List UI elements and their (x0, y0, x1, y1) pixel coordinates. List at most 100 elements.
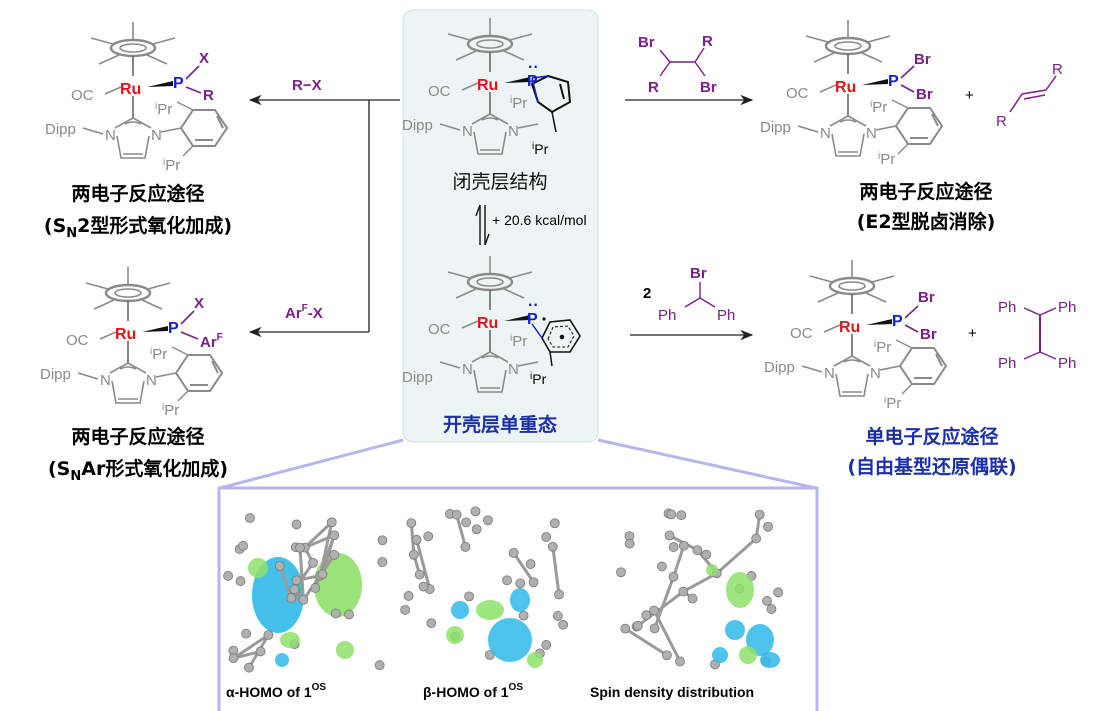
open-shell-label: 开壳层单重态 (443, 413, 557, 436)
svg-text:iPr: iPr (510, 333, 527, 350)
svg-text:iPr: iPr (510, 95, 527, 112)
svg-text:X: X (194, 295, 204, 312)
svg-text:Dipp: Dipp (45, 121, 76, 138)
svg-text:··: ·· (528, 297, 539, 314)
left-arrows (248, 94, 400, 338)
svg-text:N: N (820, 125, 831, 142)
svg-text:Ph: Ph (1058, 299, 1076, 316)
central-box (402, 9, 599, 443)
svg-text:N: N (462, 361, 473, 378)
svg-text:Br: Br (638, 34, 655, 51)
svg-text:Br: Br (916, 86, 933, 103)
svg-text:iPr: iPr (163, 157, 180, 174)
svg-text:iPr: iPr (870, 99, 887, 116)
svg-text:N: N (870, 365, 881, 382)
reagent-rx: R−X (292, 77, 322, 94)
svg-text:Ru: Ru (477, 315, 498, 332)
svg-text:N: N (151, 127, 162, 144)
svg-text:Dipp: Dipp (764, 359, 795, 376)
product-e2: Ru P Br Br OC Dipp N N iPr iPr (760, 18, 943, 168)
svg-text:iPr: iPr (162, 402, 179, 419)
svg-text:Dipp: Dipp (402, 117, 433, 134)
product-alkene: R R (996, 61, 1063, 130)
svg-text:Ru: Ru (477, 77, 498, 94)
svg-text:N: N (100, 372, 111, 389)
svg-text:Br: Br (920, 326, 937, 343)
reagent-arfx: ArF-X (285, 303, 323, 322)
svg-text:R: R (702, 33, 713, 50)
equilibrium-arrows (475, 204, 490, 246)
svg-text:iPr: iPr (530, 371, 547, 387)
energy-label: + 20.6 kcal/mol (492, 212, 587, 228)
svg-text:X: X (199, 50, 209, 67)
svg-text:P: P (173, 75, 184, 92)
svg-text:OC: OC (428, 83, 451, 100)
caption-left-1-sub: (SN2型形式氧化加成) (44, 214, 232, 241)
svg-text:R: R (1052, 61, 1063, 78)
alpha-homo-caption: α-HOMO of 1OS (226, 682, 326, 700)
svg-text:iPr: iPr (155, 101, 172, 118)
svg-text:N: N (824, 365, 835, 382)
svg-text:N: N (146, 372, 157, 389)
svg-text:2: 2 (643, 285, 651, 302)
svg-text:P: P (888, 73, 899, 90)
svg-text:Br: Br (700, 79, 717, 96)
open-shell-complex: Ru P ·· OC Dipp N N iPr iPr (402, 254, 581, 394)
product-radical: Ru P Br Br OC Dipp N N iPr iPr (764, 258, 947, 412)
svg-text:P: P (168, 320, 179, 337)
svg-text:OC: OC (71, 87, 94, 104)
svg-text:iPr: iPr (532, 141, 549, 157)
caption-right-2-sub: (自由基型还原偶联) (847, 455, 1016, 478)
svg-text:N: N (508, 361, 519, 378)
beta-homo-image (400, 506, 569, 668)
caption-left-2: 两电子反应途径 (71, 425, 204, 448)
svg-text:··: ·· (528, 59, 539, 76)
svg-text:N: N (105, 127, 116, 144)
product-sn2: Ru P X R OC Dipp N N iPr iPr (45, 20, 228, 174)
svg-text:Ph: Ph (717, 307, 735, 324)
product-snar: Ru P X ArF OC Dipp N N iPr iPr (40, 265, 223, 419)
svg-text:Dipp: Dipp (402, 369, 433, 386)
alpha-homo-image (223, 513, 388, 673)
caption-left-1: 两电子反应途径 (71, 182, 204, 205)
svg-text:P: P (527, 73, 538, 90)
svg-text:R: R (203, 87, 214, 104)
reagent-dibromide: Br R R Br (638, 33, 717, 96)
closed-shell-label: 闭壳层结构 (452, 171, 547, 193)
svg-text:Br: Br (918, 289, 935, 306)
caption-left-2-sub: (SNAr形式氧化加成) (48, 457, 228, 484)
svg-text:Ru: Ru (115, 326, 136, 343)
svg-text:N: N (866, 125, 877, 142)
beta-homo-caption: β-HOMO of 1OS (423, 682, 523, 700)
spin-density-image (616, 508, 784, 670)
svg-text:iPr: iPr (878, 151, 895, 168)
svg-text:OC: OC (786, 85, 809, 102)
svg-text:Br: Br (914, 51, 931, 68)
plus-e2: + (965, 87, 974, 104)
svg-text:iPr: iPr (884, 395, 901, 412)
svg-text:OC: OC (790, 325, 813, 342)
caption-right-2: 单电子反应途径 (865, 425, 998, 448)
svg-text:Ph: Ph (658, 307, 676, 324)
svg-text:ArF: ArF (200, 332, 223, 351)
svg-text:Dipp: Dipp (760, 119, 791, 136)
svg-text:N: N (462, 123, 473, 140)
svg-text:Dipp: Dipp (40, 366, 71, 383)
svg-text:iPr: iPr (150, 346, 167, 363)
caption-right-1: 两电子反应途径 (859, 180, 992, 203)
closed-shell-complex: Ru P ·· OC Dipp N N iPr iPr (402, 16, 572, 157)
svg-text:OC: OC (428, 321, 451, 338)
plus-radical: + (968, 325, 977, 342)
spin-density-caption: Spin density distribution (590, 684, 754, 700)
svg-text:Ru: Ru (839, 319, 860, 336)
svg-text:iPr: iPr (874, 339, 891, 356)
svg-text:Ph: Ph (1058, 355, 1076, 372)
svg-text:Ru: Ru (835, 79, 856, 96)
svg-text:Ph: Ph (998, 299, 1016, 316)
svg-text:P: P (527, 311, 538, 328)
svg-text:N: N (508, 123, 519, 140)
svg-text:P: P (892, 313, 903, 330)
connector-right (597, 438, 817, 490)
svg-text:OC: OC (66, 332, 89, 349)
